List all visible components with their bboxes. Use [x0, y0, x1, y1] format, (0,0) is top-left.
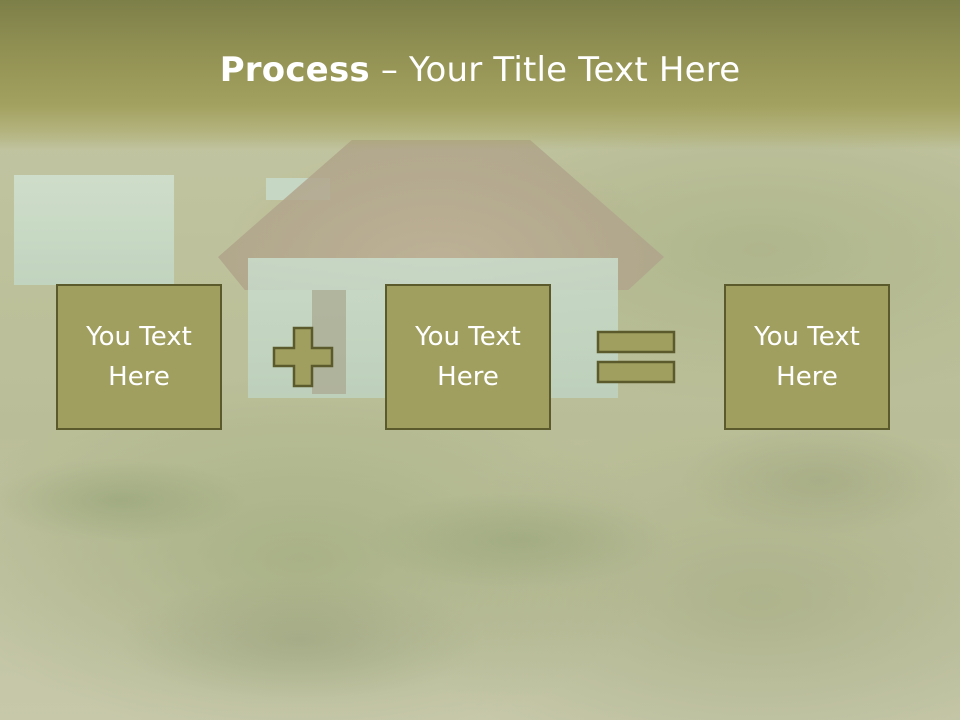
plus-icon — [272, 326, 334, 388]
hut-door — [312, 290, 346, 394]
title-bold: Process — [219, 50, 370, 90]
process-step-text: You Text Here — [415, 322, 521, 392]
slide-title: Process – Your Title Text Here — [0, 50, 960, 90]
hut-wall — [14, 175, 174, 285]
title-band — [0, 0, 960, 150]
process-step-box: You Text Here — [724, 284, 890, 430]
equals-icon — [596, 330, 676, 384]
process-step-box: You Text Here — [56, 284, 222, 430]
title-rest: – Your Title Text Here — [369, 50, 741, 90]
grass-hillside — [0, 420, 960, 720]
process-step-box: You Text Here — [385, 284, 551, 430]
process-step-text: You Text Here — [86, 322, 192, 392]
process-step-text: You Text Here — [754, 322, 860, 392]
